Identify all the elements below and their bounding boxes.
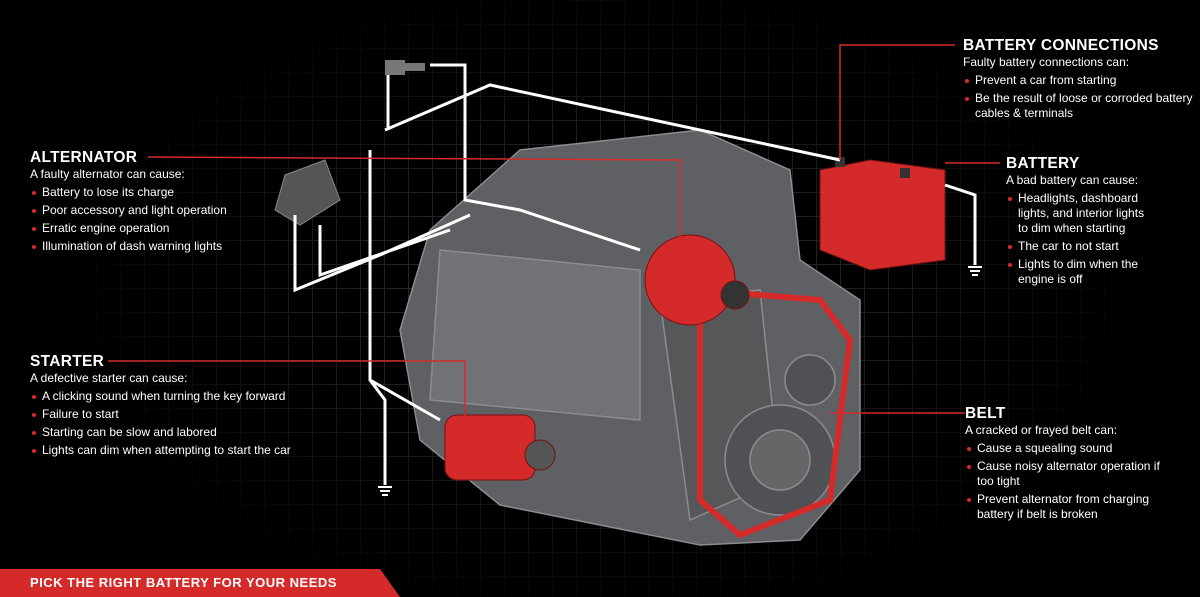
battery-graphic xyxy=(819,157,946,271)
list-item: Prevent a car from starting xyxy=(963,73,1193,88)
list-item: Headlights, dashboard lights, and interi… xyxy=(1006,191,1156,236)
list-item: Illumination of dash warning lights xyxy=(30,239,290,254)
list-item: Be the result of loose or corroded batte… xyxy=(963,91,1193,121)
leader-lines xyxy=(108,44,1000,420)
alternator xyxy=(644,234,750,326)
callout-title: ALTERNATOR xyxy=(30,149,138,166)
callout-title: BATTERY xyxy=(1006,155,1080,172)
callout-intro: A defective starter can cause: xyxy=(30,371,188,385)
callout-intro: Faulty battery connections can: xyxy=(963,55,1130,69)
list-item: Cause a squealing sound xyxy=(965,441,1165,456)
wiring xyxy=(293,63,977,485)
callout-intro: A cracked or frayed belt can: xyxy=(965,423,1118,437)
ignition-key xyxy=(385,60,425,75)
callout-alternator: ALTERNATOR A faulty alternator can cause… xyxy=(30,149,290,257)
callout-intro: A bad battery can cause: xyxy=(1006,173,1139,187)
list-item: Poor accessory and light operation xyxy=(30,203,290,218)
starter xyxy=(444,414,556,481)
list-item: Lights can dim when attempting to start … xyxy=(30,443,350,458)
callout-title: BATTERY CONNECTIONS xyxy=(963,37,1159,54)
callout-starter: STARTER A defective starter can cause: A… xyxy=(30,353,350,461)
list-item: Erratic engine operation xyxy=(30,221,290,236)
callout-intro: A faulty alternator can cause: xyxy=(30,167,185,181)
list-item: Starting can be slow and labored xyxy=(30,425,350,440)
engine-block xyxy=(399,129,861,546)
pick-battery-banner[interactable]: PICK THE RIGHT BATTERY FOR YOUR NEEDS xyxy=(0,569,400,597)
list-item: A clicking sound when turning the key fo… xyxy=(30,389,350,404)
list-item: Prevent alternator from charging battery… xyxy=(965,492,1165,522)
callout-belt: BELT A cracked or frayed belt can: Cause… xyxy=(965,405,1165,525)
voltage-regulator xyxy=(274,159,341,226)
callout-battery-connections: BATTERY CONNECTIONS Faulty battery conne… xyxy=(963,37,1193,124)
callout-title: STARTER xyxy=(30,353,105,370)
list-item: The car to not start xyxy=(1006,239,1156,254)
callout-battery: BATTERY A bad battery can cause: Headlig… xyxy=(1006,155,1156,290)
belt xyxy=(697,286,854,539)
list-item: Battery to lose its charge xyxy=(30,185,290,200)
list-item: Failure to start xyxy=(30,407,350,422)
ground-icon xyxy=(378,266,982,496)
callout-title: BELT xyxy=(965,405,1006,422)
list-item: Lights to dim when the engine is off xyxy=(1006,257,1156,287)
list-item: Cause noisy alternator operation if too … xyxy=(965,459,1165,489)
